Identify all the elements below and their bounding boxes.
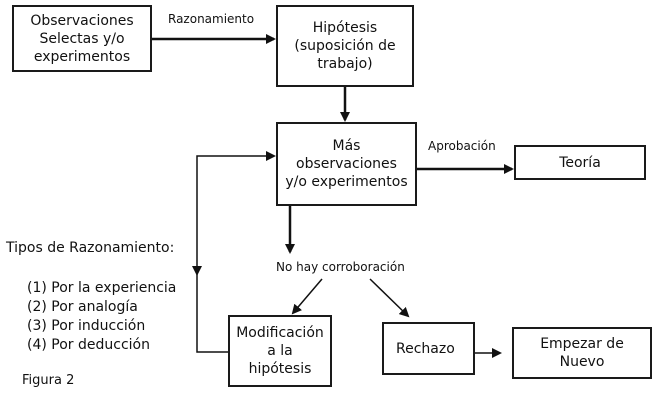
node-modification: Modificación a la hipótesis <box>228 315 332 387</box>
reasoning-type-item: (3) Por inducción <box>27 318 146 334</box>
node-start-over: Empezar de Nuevo <box>512 327 652 379</box>
figure-caption: Figura 2 <box>22 373 75 388</box>
reasoning-types-title: Tipos de Razonamiento: <box>6 240 175 256</box>
loop-downward-arrowhead <box>192 266 202 276</box>
reasoning-type-item: (4) Por deducción <box>27 337 150 353</box>
reasoning-types-list: (1) Por la experiencia (2) Por analogía … <box>27 279 176 355</box>
reasoning-type-item: (1) Por la experiencia <box>27 280 177 296</box>
arrow-no-corroboration-to-modification <box>291 278 323 315</box>
node-rejection: Rechazo <box>382 322 475 375</box>
arrow-modification-loop-to-more-observations <box>196 151 276 353</box>
arrow-no-corroboration-to-rejection <box>369 278 410 318</box>
node-more-observations: Más observaciones y/o experimentos <box>276 122 417 206</box>
edge-label-approval: Aprobación <box>428 139 496 153</box>
reasoning-type-item: (2) Por analogía <box>27 299 138 315</box>
node-hypothesis: Hipótesis (suposición de trabajo) <box>276 5 414 87</box>
node-observations: Observaciones Selectas y/o experimentos <box>12 5 152 72</box>
edge-label-reasoning: Razonamiento <box>168 12 255 26</box>
edge-label-no-corroboration: No hay corroboración <box>276 260 405 274</box>
node-theory: Teoría <box>514 145 646 180</box>
